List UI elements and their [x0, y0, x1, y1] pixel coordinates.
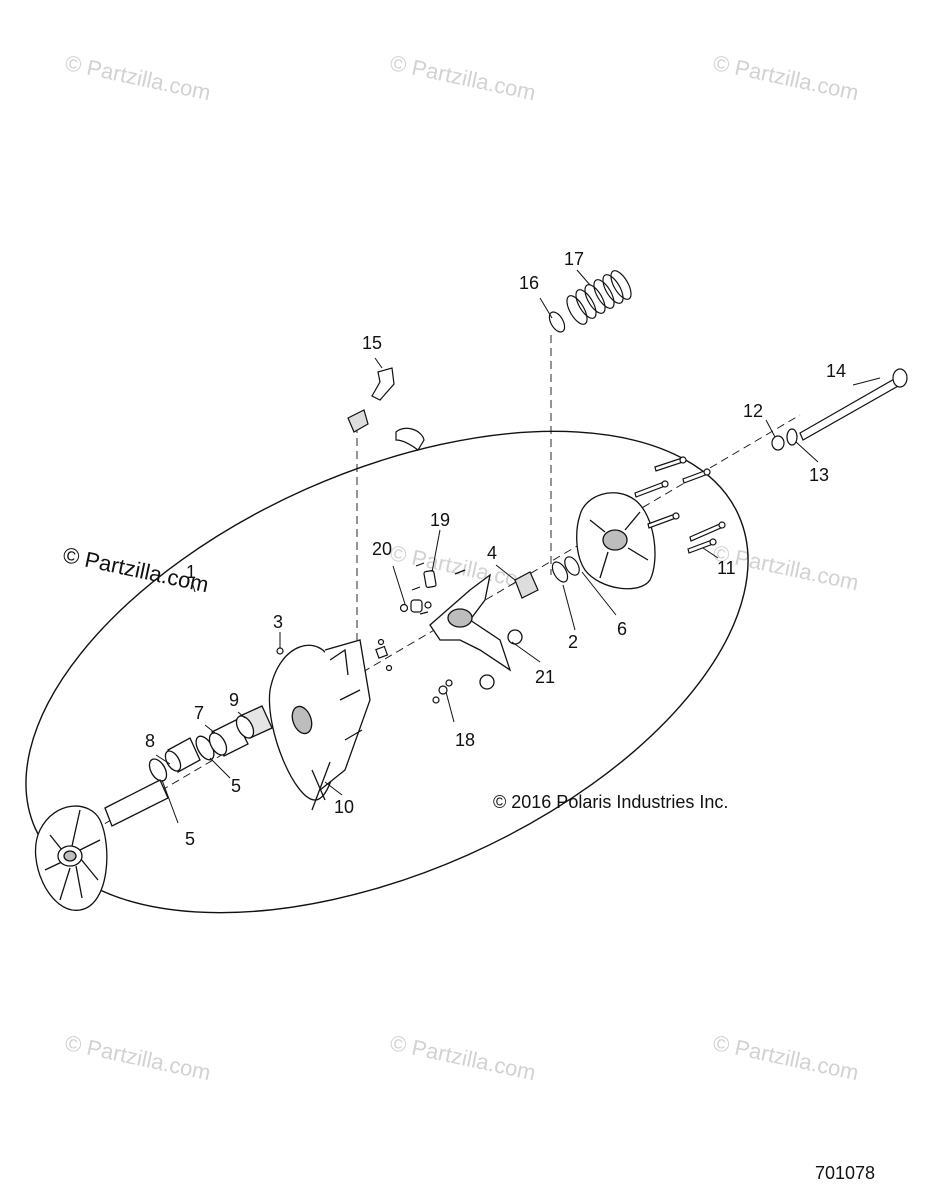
leader-2 — [562, 584, 576, 631]
leader-19 — [431, 529, 441, 573]
callout-6: 6 — [617, 619, 628, 639]
leader-4 — [495, 564, 516, 581]
callout-8: 8 — [145, 731, 156, 751]
roller — [375, 645, 389, 659]
part-11-bolts — [634, 456, 726, 554]
part-21-spider — [419, 569, 523, 690]
callout-10: 10 — [334, 797, 355, 817]
leader-8 — [155, 754, 171, 765]
leader-14 — [852, 377, 881, 386]
callout-18: 18 — [455, 730, 476, 750]
callout-21: 21 — [535, 667, 556, 687]
callout-12: 12 — [743, 401, 764, 421]
leader-6 — [581, 571, 617, 616]
callout-19: 19 — [430, 510, 451, 530]
callout-7: 7 — [194, 703, 205, 723]
part-5-ring-a — [148, 758, 168, 782]
part-20-washer — [399, 603, 409, 613]
leader-1 — [191, 581, 196, 593]
leader-7 — [204, 724, 216, 734]
part-14-bolt — [799, 377, 901, 441]
part-8-spacer — [164, 737, 201, 773]
leader-20 — [392, 565, 406, 605]
part-12-nut — [771, 435, 785, 451]
leader-10 — [324, 781, 343, 796]
part-15-weights — [347, 367, 425, 451]
leader-11 — [702, 547, 719, 559]
callout-4: 4 — [487, 543, 498, 563]
leader-17 — [576, 269, 591, 286]
drawing-number: 701078 — [815, 1163, 876, 1183]
callout-1: 1 — [186, 562, 197, 582]
leader-18 — [445, 691, 455, 723]
copyright-notice: © 2016 Polaris Industries Inc. — [493, 792, 729, 812]
callout-15: 15 — [362, 333, 383, 353]
leader-21 — [511, 641, 541, 663]
callout-3: 3 — [273, 612, 284, 632]
cover — [576, 492, 656, 590]
callout-13: 13 — [809, 465, 830, 485]
part-13-washer — [786, 428, 798, 446]
leader-12 — [765, 419, 776, 438]
part-9-bushing — [235, 705, 273, 739]
callout-14: 14 — [826, 361, 847, 381]
callout-2: 2 — [568, 632, 579, 652]
leader-9 — [237, 711, 246, 719]
callout-20: 20 — [372, 539, 393, 559]
callout-17: 17 — [564, 249, 585, 269]
callout-5a: 5 — [185, 829, 196, 849]
leader-5a — [161, 779, 179, 824]
part-4-bushing — [514, 571, 539, 599]
part-6-ring — [564, 556, 580, 576]
callout-16: 16 — [519, 273, 540, 293]
leader-5b — [209, 757, 231, 779]
callout-11: 11 — [717, 558, 736, 578]
part-17-spring — [566, 270, 632, 325]
leader-13 — [795, 441, 819, 463]
part-2-ring — [551, 561, 569, 583]
leader-16 — [539, 297, 553, 319]
part-19-pin — [423, 569, 437, 589]
part-18-buttons — [432, 679, 453, 704]
part-3-screw — [276, 647, 284, 655]
part-1-sheave-shaft — [35, 779, 169, 911]
centerline — [59, 414, 801, 851]
callout-9: 9 — [229, 690, 240, 710]
part-10-sheave-disc — [268, 639, 371, 811]
leader-15 — [374, 357, 383, 369]
part-20-roller — [410, 599, 423, 613]
assembly-outline — [25, 430, 749, 914]
part-16-ring — [548, 311, 566, 333]
callout-5b: 5 — [231, 776, 242, 796]
